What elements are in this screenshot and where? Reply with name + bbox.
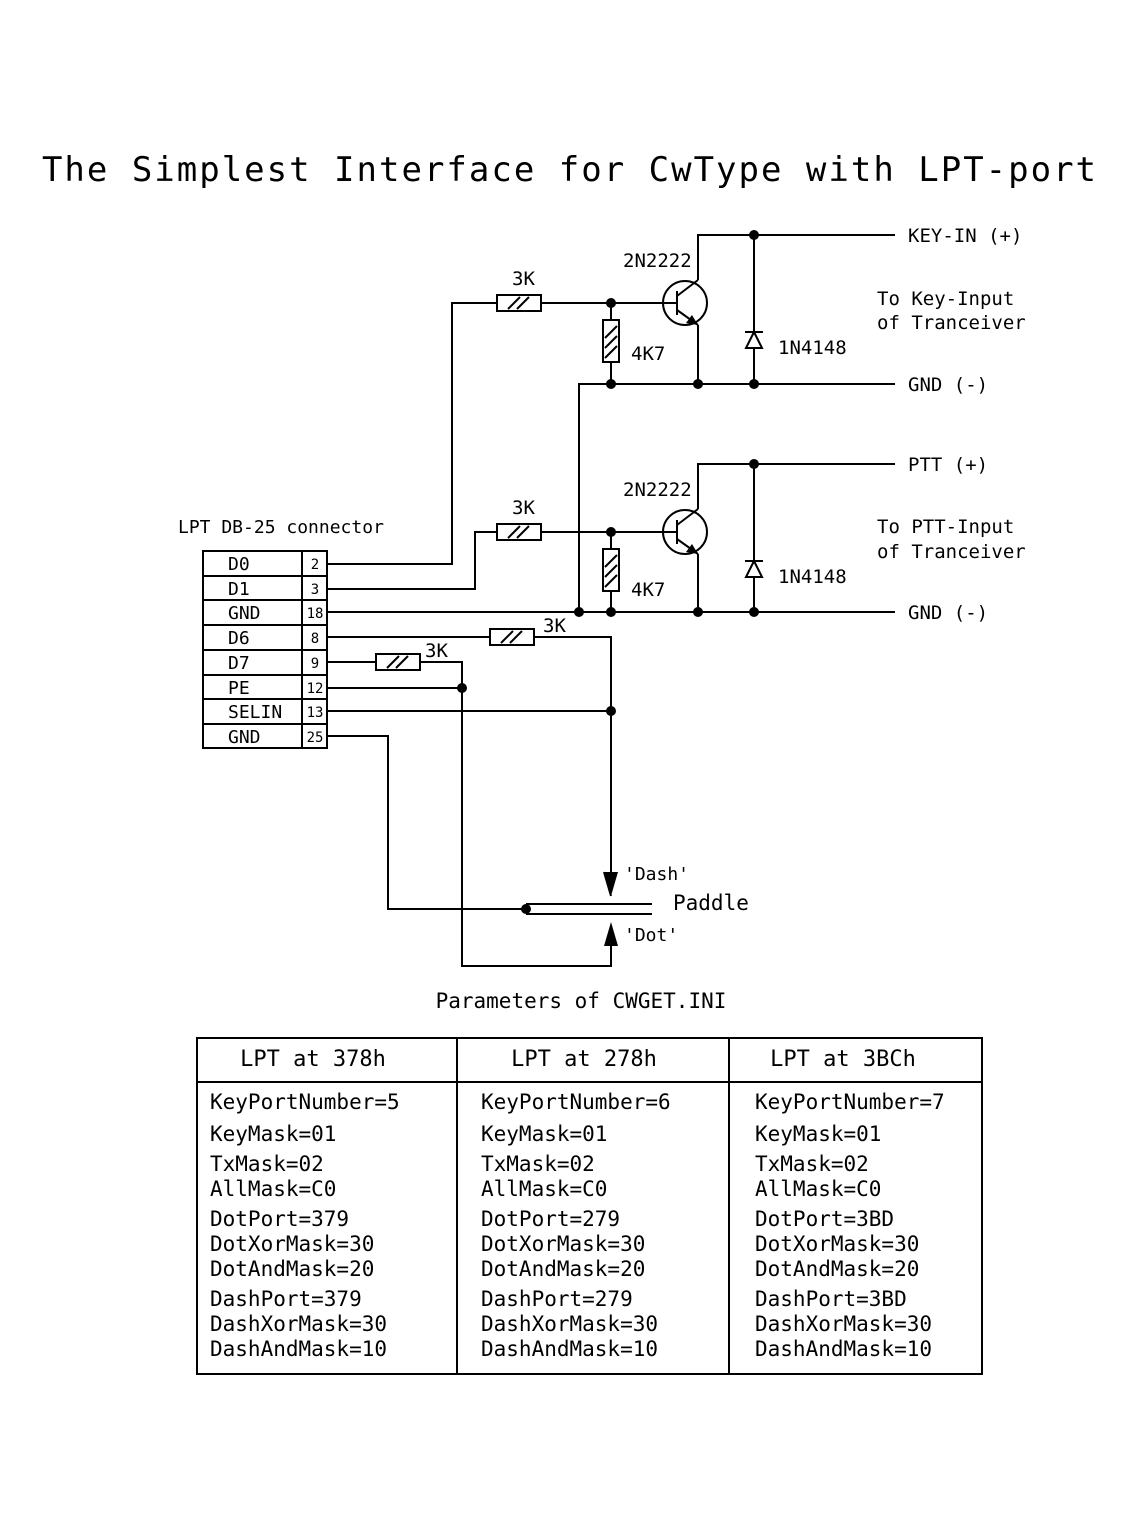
resistor-d0-3k (496, 294, 542, 312)
resistor-ptt-4k7-label: 4K7 (631, 579, 665, 601)
table-cell: DotXorMask=30 (210, 1232, 374, 1256)
resistor-d7-3k (375, 653, 421, 671)
resistor-d6-3k (489, 628, 535, 646)
table-cell: AllMask=C0 (210, 1177, 336, 1201)
pin-name-d1: D1 (228, 579, 250, 600)
table-cell: DotPort=379 (210, 1207, 349, 1231)
table-cell: TxMask=02 (481, 1152, 595, 1176)
parameters-table (196, 1037, 983, 1375)
ptt-note-line-1: To PTT-Input (877, 516, 1014, 538)
table-cell: DashXorMask=30 (755, 1312, 932, 1336)
table-cell: DotAndMask=20 (755, 1257, 919, 1281)
resistor-d0-label: 3K (512, 268, 535, 290)
table-cell: AllMask=C0 (481, 1177, 607, 1201)
table-header-col-3: LPT at 3BCh (770, 1047, 916, 1072)
diagram-title: The Simplest Interface for CwType with L… (42, 150, 1098, 190)
table-cell: DotPort=279 (481, 1207, 620, 1231)
table-cell: DotXorMask=30 (755, 1232, 919, 1256)
transistor-ptt-label: 2N2222 (623, 479, 692, 501)
table-cell: DotPort=3BD (755, 1207, 894, 1231)
table-header-col-1: LPT at 378h (240, 1047, 386, 1072)
table-cell: DashXorMask=30 (210, 1312, 387, 1336)
pin-number-3: 3 (311, 582, 319, 598)
table-cell: DashAndMask=10 (755, 1337, 932, 1361)
key-in-positive-label: KEY-IN (+) (908, 225, 1022, 247)
pin-name-d6: D6 (228, 628, 250, 649)
ptt-note-line-2: of Tranceiver (877, 541, 1026, 563)
table-cells: LPT at 378hKeyPortNumber=5KeyMask=01TxMa… (210, 1047, 945, 1361)
table-cell: KeyPortNumber=5 (210, 1090, 400, 1114)
key-ground-label: GND (-) (908, 374, 988, 396)
transistor-ptt-2n2222 (662, 508, 708, 555)
table-cell: TxMask=02 (210, 1152, 324, 1176)
table-cell: DotAndMask=20 (481, 1257, 645, 1281)
pin-name-d7: D7 (228, 653, 250, 674)
diode-ptt-1n4148 (744, 558, 764, 578)
pin-name-d0: D0 (228, 554, 250, 575)
key-note-line-2: of Tranceiver (877, 312, 1026, 334)
ptt-positive-label: PTT (+) (908, 454, 988, 476)
transistor-key-label: 2N2222 (623, 250, 692, 272)
table-cell: KeyMask=01 (481, 1122, 607, 1146)
table-cell: DashXorMask=30 (481, 1312, 658, 1336)
pin-number-2: 2 (311, 557, 319, 573)
transistor-key-2n2222 (662, 279, 708, 326)
connector-label: LPT DB-25 connector (178, 517, 384, 538)
pin-name-gnd-18: GND (228, 603, 261, 624)
table-caption: Parameters of CWGET.INI (436, 989, 727, 1013)
diode-ptt-label: 1N4148 (778, 566, 847, 588)
pin-number-12: 12 (307, 681, 324, 697)
table-cell: DashAndMask=10 (481, 1337, 658, 1361)
pin-name-pe: PE (228, 678, 250, 699)
paddle-label: Paddle (673, 891, 749, 915)
table-cell: DashPort=279 (481, 1287, 633, 1311)
resistor-key-4k7 (602, 319, 620, 363)
resistor-d7-label: 3K (425, 640, 448, 662)
table-cell: KeyMask=01 (210, 1122, 336, 1146)
resistor-d6-label: 3K (543, 615, 566, 637)
table-cell: DashPort=379 (210, 1287, 362, 1311)
table-cell: AllMask=C0 (755, 1177, 881, 1201)
table-header-col-2: LPT at 278h (511, 1047, 657, 1072)
resistor-ptt-4k7 (602, 548, 620, 592)
resistor-d1-label: 3K (512, 497, 535, 519)
table-cell: KeyMask=01 (755, 1122, 881, 1146)
table-cell: KeyPortNumber=7 (755, 1090, 945, 1114)
table-cell: KeyPortNumber=6 (481, 1090, 671, 1114)
pin-number-9: 9 (311, 656, 319, 672)
pin-number-13: 13 (307, 705, 324, 721)
dot-label: 'Dot' (624, 925, 678, 946)
key-note-line-1: To Key-Input (877, 288, 1014, 310)
dash-label: 'Dash' (624, 864, 689, 885)
pin-number-8: 8 (311, 631, 319, 647)
resistor-d1-3k (496, 523, 542, 541)
pin-name-gnd-25: GND (228, 727, 261, 748)
pin-name-selin: SELIN (228, 702, 282, 723)
paddle-symbol (526, 871, 652, 966)
pin-number-18: 18 (307, 606, 324, 622)
junction-dots (457, 230, 759, 914)
db25-connector (202, 550, 328, 749)
diode-key-label: 1N4148 (778, 337, 847, 359)
ptt-ground-label: GND (-) (908, 602, 988, 624)
wiring (327, 234, 895, 967)
table-cell: DotXorMask=30 (481, 1232, 645, 1256)
table-cell: DashAndMask=10 (210, 1337, 387, 1361)
resistor-key-4k7-label: 4K7 (631, 343, 665, 365)
pin-number-25: 25 (307, 730, 324, 746)
table-cell: DashPort=3BD (755, 1287, 907, 1311)
diode-key-1n4148 (744, 329, 764, 349)
table-cell: DotAndMask=20 (210, 1257, 374, 1281)
table-cell: TxMask=02 (755, 1152, 869, 1176)
